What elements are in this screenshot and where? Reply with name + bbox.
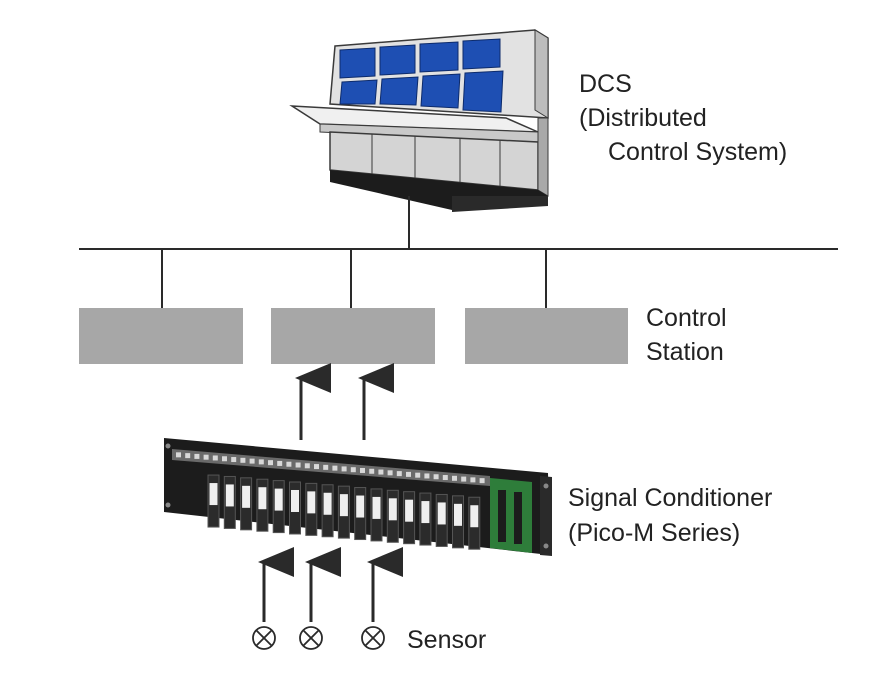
terminal-stud — [249, 458, 255, 464]
terminal-stud — [406, 471, 411, 477]
module-face — [388, 498, 397, 521]
module-face — [356, 495, 365, 518]
terminal-stud — [286, 461, 292, 467]
module-face — [372, 496, 381, 519]
terminal-stud — [415, 472, 421, 478]
control-station-box — [271, 308, 435, 364]
terminal-stud — [295, 462, 301, 468]
terminal-stud — [452, 475, 457, 481]
dcs-console-icon — [289, 29, 549, 212]
terminal-stud — [360, 467, 365, 473]
module-face — [421, 501, 430, 524]
module-face — [405, 499, 414, 522]
terminal-stud — [203, 454, 209, 460]
module-face — [307, 491, 316, 514]
sensor-icon — [361, 626, 385, 650]
terminal-stud — [323, 464, 329, 470]
terminal-stud — [258, 459, 264, 465]
terminal-stud — [433, 474, 439, 480]
module-face — [339, 494, 348, 517]
terminal-stud — [479, 478, 485, 484]
signal-conditioner-label: Signal Conditioner — [568, 484, 772, 512]
terminal-stud — [314, 464, 319, 470]
terminal-stud — [240, 457, 246, 463]
signal-conditioner-label-line2: (Pico-M Series) — [568, 519, 740, 547]
terminal-stud — [268, 460, 273, 466]
control-station-label: Control — [646, 304, 727, 332]
control-station-box — [79, 308, 243, 364]
dcs-label-line3: Control System) — [608, 138, 787, 166]
module-face — [437, 502, 446, 525]
terminal-stud — [185, 453, 191, 459]
control-station-label-line2: Station — [646, 338, 724, 366]
terminal-stud — [176, 452, 181, 458]
module-face — [274, 488, 283, 511]
terminal-stud — [231, 457, 237, 463]
dcs-label: DCS — [579, 70, 632, 98]
terminal-stud — [212, 455, 218, 461]
terminal-stud — [350, 467, 356, 473]
module-face — [258, 487, 267, 510]
dcs-label-line2: (Distributed — [579, 104, 707, 132]
terminal-stud — [442, 475, 448, 481]
terminal-stud — [369, 468, 375, 474]
terminal-stud — [378, 469, 384, 475]
sensor-icon — [252, 626, 276, 650]
module-face — [209, 483, 218, 506]
module-face — [225, 484, 234, 507]
terminal-stud — [387, 470, 393, 476]
terminal-stud — [332, 465, 338, 471]
module-face — [470, 505, 479, 528]
sensor-label: Sensor — [407, 626, 486, 654]
sensor-icon — [299, 626, 323, 650]
terminal-stud — [304, 463, 310, 469]
terminal-stud — [470, 477, 476, 483]
terminal-stud — [424, 473, 430, 479]
module-face — [454, 503, 462, 526]
terminal-stud — [341, 466, 347, 472]
module-face — [323, 492, 332, 515]
signal-conditioner-rack-icon — [164, 438, 552, 556]
control-station-box — [465, 308, 628, 364]
terminal-stud — [277, 460, 283, 466]
terminal-stud — [396, 471, 402, 477]
module-face — [291, 489, 299, 512]
terminal-stud — [461, 476, 467, 482]
terminal-stud — [222, 456, 227, 462]
module-face — [242, 485, 251, 508]
terminal-stud — [194, 453, 200, 459]
